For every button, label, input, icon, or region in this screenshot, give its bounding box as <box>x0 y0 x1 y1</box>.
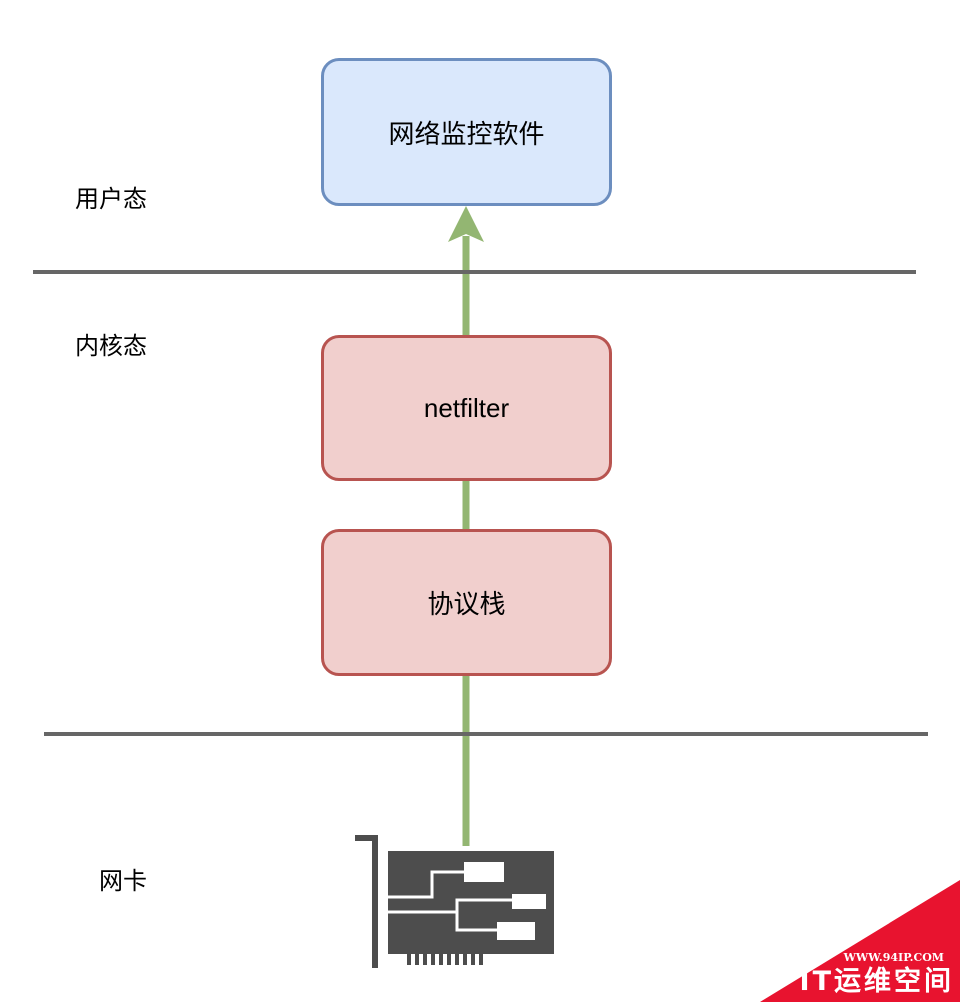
up-arrowhead-icon <box>448 206 484 242</box>
layer-label-nic: 网卡 <box>99 867 147 895</box>
layer-label-user-space: 用户态 <box>75 185 147 213</box>
watermark-triangle-icon <box>760 880 960 1002</box>
watermark-corner: WWW.94IP.COM IT运维空间 <box>760 880 960 1002</box>
network-card-icon <box>355 835 554 968</box>
box-label-network-monitoring-software: 网络监控软件 <box>388 119 545 150</box>
box-protocol-stack: 协议栈 <box>321 529 612 676</box>
box-netfilter: netfilter <box>321 335 612 481</box>
box-network-monitoring-software: 网络监控软件 <box>321 58 612 206</box>
box-label-protocol-stack: 协议栈 <box>427 590 506 620</box>
divider-kernel-hardware <box>44 732 928 736</box>
box-label-netfilter: netfilter <box>423 392 510 423</box>
watermark-brand: IT运维空间 <box>799 966 954 997</box>
watermark-url: WWW.94IP.COM <box>843 951 944 964</box>
layer-label-kernel-space: 内核态 <box>75 332 147 360</box>
divider-user-kernel <box>33 270 916 274</box>
